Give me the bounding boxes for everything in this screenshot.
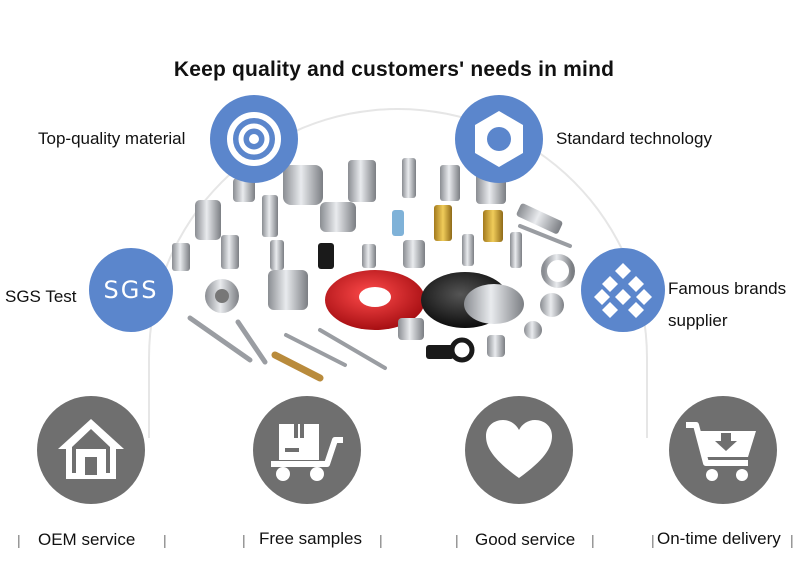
separator: |	[379, 532, 383, 548]
feature-label-sgs-test: SGS Test	[5, 287, 77, 306]
heart-icon	[486, 420, 552, 478]
service-circle-good-service	[465, 396, 573, 504]
service-circle-oem	[37, 396, 145, 504]
shopping-cart-icon	[686, 422, 756, 481]
separator: |	[790, 532, 794, 548]
service-label-on-time-delivery: On-time delivery	[657, 529, 781, 548]
hex-nut-badge	[455, 95, 543, 183]
feature-label-famous-brands: Famous brands	[668, 279, 787, 298]
separator: |	[163, 532, 167, 548]
separator: |	[591, 532, 595, 548]
separator: |	[651, 532, 655, 548]
fitting-part	[172, 158, 575, 313]
diamond-grid-icon	[594, 263, 652, 318]
pin-parts	[187, 224, 572, 382]
red-disc-part	[325, 270, 425, 330]
sgs-badge: SGS	[89, 248, 173, 332]
service-label-oem: OEM service	[38, 530, 136, 549]
package-trolley-icon	[271, 424, 343, 481]
black-disc-part	[421, 272, 524, 328]
target-badge	[210, 95, 298, 183]
target-icon	[227, 112, 281, 166]
service-circle-samples	[253, 396, 361, 504]
diamonds-badge	[581, 248, 665, 332]
service-circle-delivery	[669, 396, 777, 504]
service-label-free-samples: Free samples	[259, 529, 362, 548]
page-title: Keep quality and customers' needs in min…	[173, 58, 615, 81]
separator: |	[455, 532, 459, 548]
service-label-good-service: Good service	[475, 530, 576, 549]
hex-nut-icon	[475, 111, 523, 167]
small-parts	[398, 293, 564, 363]
separator: |	[242, 532, 246, 548]
house-icon	[58, 419, 124, 479]
separator: |	[17, 532, 21, 548]
feature-label-supplier: supplier	[668, 311, 728, 330]
sgs-badge-text: SGS	[103, 276, 159, 304]
feature-label-top-quality-material: Top-quality material	[38, 129, 186, 148]
feature-label-standard-technology: Standard technology	[556, 129, 712, 148]
